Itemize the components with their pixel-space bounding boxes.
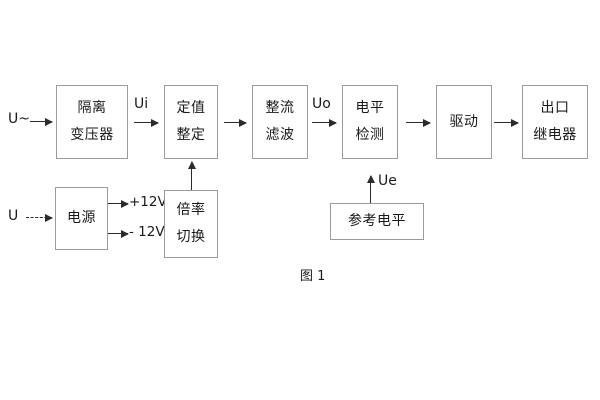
block-rectify-filter: 整流 滤波 bbox=[252, 85, 308, 159]
ac-input-label: U~ bbox=[8, 111, 30, 127]
arrow-power-supply-positive-rail bbox=[108, 199, 129, 208]
dc-input-label: U bbox=[8, 208, 19, 224]
block-drive-line-1: 驱动 bbox=[449, 113, 479, 130]
block-reference-level-line-1: 参考电平 bbox=[348, 213, 406, 230]
arrow-multiplier-switch-to-setting-value bbox=[187, 161, 196, 190]
arrow-drive-to-output-relay bbox=[494, 118, 519, 127]
block-power-supply: 电源 bbox=[55, 187, 108, 250]
block-setting-value-line-1: 定值 bbox=[176, 100, 206, 117]
figure-caption: 图 1 bbox=[300, 269, 326, 284]
ue-signal-label: Ue bbox=[378, 173, 397, 189]
block-level-detect-line-2: 检测 bbox=[355, 127, 385, 143]
arrow-power-supply-negative-rail bbox=[108, 229, 129, 238]
negative-rail-label: - 12V bbox=[129, 224, 165, 240]
block-setting-value: 定值 整定 bbox=[164, 85, 218, 159]
block-output-relay: 出口 继电器 bbox=[522, 85, 588, 159]
block-setting-value-line-2: 整定 bbox=[176, 127, 206, 143]
arrow-level-detect-to-drive bbox=[406, 118, 431, 127]
block-power-supply-line-1: 电源 bbox=[67, 210, 96, 227]
uo-signal-label: Uo bbox=[312, 96, 331, 112]
block-level-detect-line-1: 电平 bbox=[355, 100, 385, 117]
block-isolation-transformer: 隔离 变压器 bbox=[56, 85, 128, 159]
arrow-isolation-transformer-to-setting-value bbox=[134, 118, 159, 127]
arrow-reference-level-to-level-detect bbox=[366, 175, 375, 203]
block-reference-level: 参考电平 bbox=[330, 203, 424, 240]
positive-rail-label: +12V bbox=[129, 194, 167, 210]
block-multiplier-switch-line-2: 切换 bbox=[176, 229, 206, 245]
block-multiplier-switch: 倍率 切换 bbox=[164, 190, 218, 258]
block-output-relay-line-2: 继电器 bbox=[533, 127, 577, 143]
arrow-setting-value-to-rectify-filter bbox=[224, 118, 247, 127]
ui-signal-label: Ui bbox=[134, 96, 149, 112]
arrow-rectify-filter-to-level-detect bbox=[312, 118, 337, 127]
block-rectify-filter-line-1: 整流 bbox=[265, 100, 295, 117]
block-multiplier-switch-line-1: 倍率 bbox=[176, 202, 206, 219]
block-isolation-transformer-line-1: 隔离 bbox=[77, 100, 107, 117]
block-rectify-filter-line-2: 滤波 bbox=[265, 127, 295, 143]
block-level-detect: 电平 检测 bbox=[342, 85, 398, 159]
block-drive: 驱动 bbox=[436, 85, 492, 159]
block-output-relay-line-1: 出口 bbox=[540, 100, 570, 117]
arrow-ac-input-to-isolation-transformer bbox=[30, 117, 53, 126]
arrow-dc-input-to-power-supply bbox=[26, 214, 53, 222]
block-isolation-transformer-line-2: 变压器 bbox=[70, 127, 114, 143]
